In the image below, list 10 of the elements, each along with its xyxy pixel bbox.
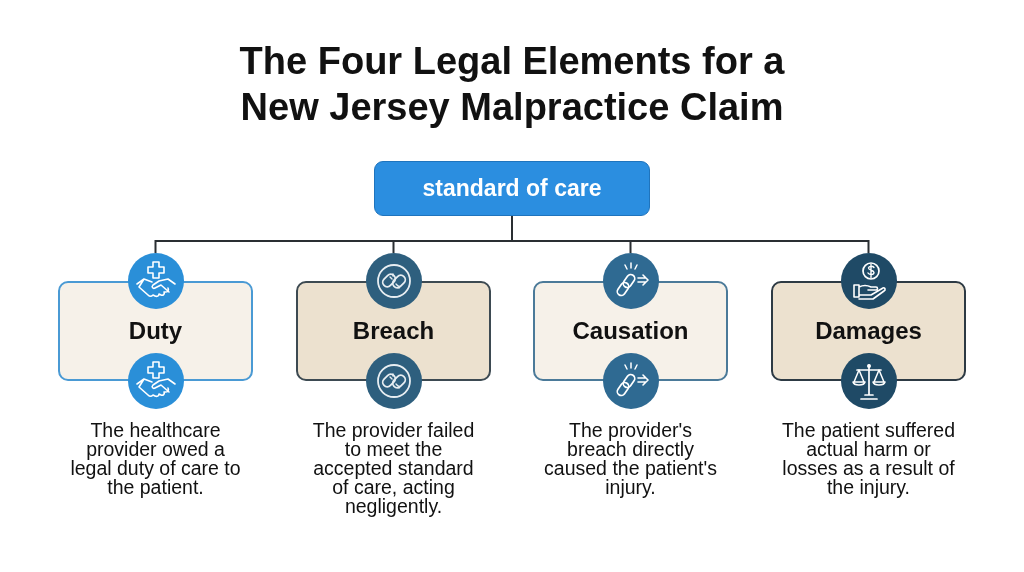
diagram-title: The Four Legal Elements for a New Jersey Malpractice Claim [238, 39, 786, 130]
description-text: The provider's breach directly caused the patient's injury. [543, 421, 718, 497]
description-text: The patient suffered actual harm or losses as a result of the injury. [780, 421, 957, 497]
card-title: Duty [128, 317, 183, 345]
card-title: Damages [815, 317, 922, 345]
card-title: Causation [572, 317, 689, 345]
header-box: standard of care [374, 161, 650, 216]
description-text: The healthcare provider owed a legal duty of care to the patient. [69, 421, 242, 497]
description-text: The provider failed to meet the accepted standard of care, acting negligently. [311, 421, 476, 516]
card-title: Breach [352, 317, 435, 345]
